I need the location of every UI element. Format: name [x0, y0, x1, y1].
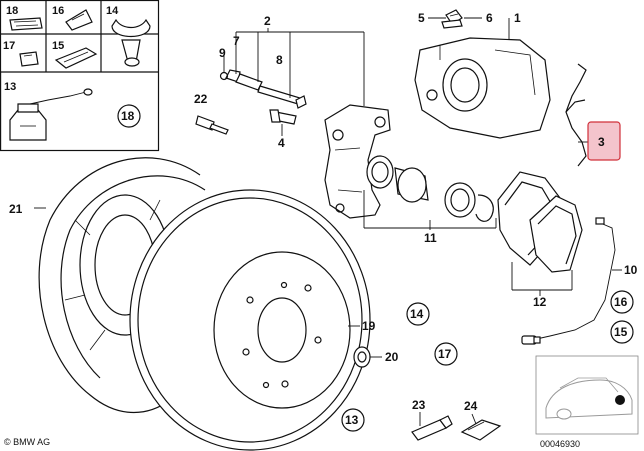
spring-clip	[565, 63, 587, 167]
callout-5: 5	[418, 11, 425, 25]
bolt-22	[195, 115, 229, 135]
callout-22: 22	[194, 92, 208, 106]
callout-8: 8	[276, 53, 283, 67]
circled-ref-16[interactable]: 16	[610, 290, 634, 314]
accessory-inset: 18 16 14 17 15 13	[0, 0, 160, 152]
callout-21: 21	[9, 202, 23, 216]
svg-text:18: 18	[121, 109, 135, 123]
circled-ref-18[interactable]: 18	[117, 104, 141, 128]
clip-17-drawing	[19, 51, 39, 67]
bracket-15-drawing	[54, 47, 98, 69]
packet-24	[460, 419, 502, 441]
callout-9: 9	[219, 46, 226, 60]
circled-ref-13[interactable]: 13	[341, 408, 365, 432]
inset-label-17: 17	[3, 40, 15, 52]
copyright-text: © BMW AG	[4, 437, 50, 447]
callout-4: 4	[278, 136, 285, 150]
clamp-13-drawing	[9, 88, 93, 141]
svg-text:15: 15	[614, 325, 628, 339]
svg-text:13: 13	[345, 413, 359, 427]
leader-lines	[34, 17, 622, 426]
callout-10: 10	[624, 263, 638, 277]
inset-label-18: 18	[6, 5, 18, 17]
callout-12: 12	[533, 295, 547, 309]
callout-24: 24	[464, 399, 478, 413]
inset-label-14: 14	[106, 5, 119, 17]
brake-pads	[497, 171, 583, 273]
inset-label-16: 16	[52, 5, 64, 17]
brake-wear-sensor	[521, 217, 616, 345]
brake-carrier	[324, 104, 391, 219]
svg-text:14: 14	[410, 307, 424, 321]
circled-ref-17[interactable]: 17	[434, 342, 458, 366]
inset-label-15: 15	[52, 40, 64, 52]
clip-16-drawing	[65, 9, 93, 31]
circled-ref-14[interactable]: 14	[406, 302, 430, 326]
callout-6: 6	[486, 11, 493, 25]
diagram-number: 00046930	[540, 439, 580, 449]
svg-text:16: 16	[614, 295, 628, 309]
callout-2: 2	[264, 14, 271, 28]
plug-20	[353, 346, 371, 368]
callout-7: 7	[233, 34, 240, 48]
grease-tube-23	[411, 415, 453, 441]
callout-23: 23	[412, 398, 426, 412]
carrier-bolt-4	[269, 109, 297, 125]
brake-disc	[129, 189, 371, 451]
brake-caliper	[414, 37, 551, 139]
circled-ref-15[interactable]: 15	[610, 320, 634, 344]
callout-1: 1	[514, 11, 521, 25]
vehicle-thumbnail: 00046930	[535, 355, 639, 449]
callout-20: 20	[385, 350, 399, 364]
callout-19: 19	[362, 319, 376, 333]
callout-3: 3	[598, 135, 605, 149]
callout-3-highlight[interactable]: 3	[587, 121, 621, 161]
clip-18-drawing	[9, 17, 43, 31]
svg-text:17: 17	[438, 347, 452, 361]
caliper-pistons	[366, 155, 494, 222]
bleeder-valve	[441, 9, 463, 29]
callout-11: 11	[424, 231, 437, 245]
guide-bolts	[219, 69, 307, 109]
holder-14-drawing	[111, 18, 151, 67]
inset-label-13: 13	[4, 81, 16, 93]
